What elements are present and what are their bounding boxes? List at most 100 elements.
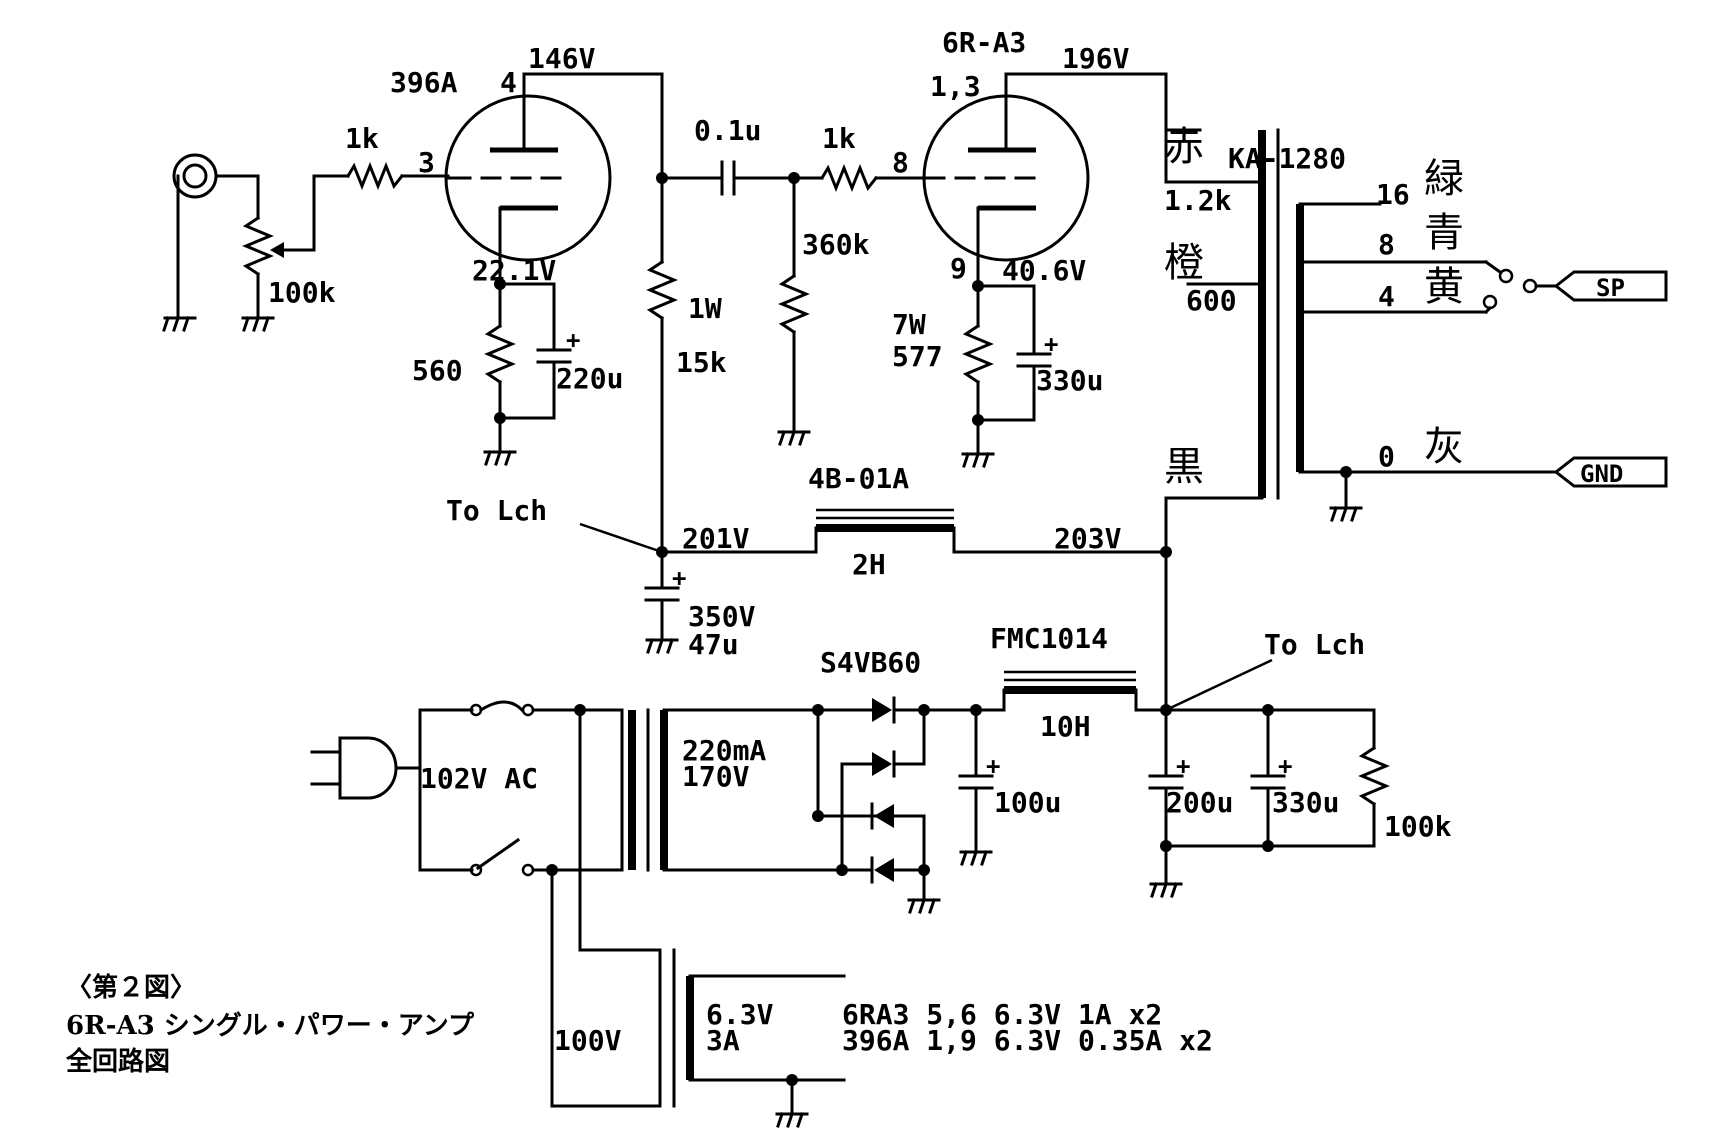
volume-label: 100k	[268, 276, 336, 309]
svg-text:+: +	[1278, 752, 1292, 780]
plate-resistor-value: 15k	[676, 346, 727, 379]
opt-primary-top-color: 赤	[1164, 124, 1204, 170]
cathode-capacitor-v1: +	[536, 326, 580, 420]
figure-title: 6R-A3 シングル・パワー・アンプ	[66, 1011, 475, 1041]
ground-symbol	[241, 316, 275, 332]
cathode-capacitor-v2: +	[1016, 330, 1058, 422]
heater-note-1: 6RA3 5,6 6.3V 1A x2	[842, 998, 1162, 1031]
volume-potentiometer	[242, 174, 316, 320]
grid-leak-label: 360k	[802, 228, 870, 261]
heater-current-label: 3A	[706, 1024, 740, 1057]
bleeder-label: 100k	[1384, 810, 1452, 843]
sp-terminal	[1553, 270, 1668, 302]
v1-type-label: 396A	[390, 66, 458, 99]
input-jack	[172, 153, 260, 320]
opt-col4: 黄	[1424, 264, 1464, 310]
filter-cap-200u-label: 200u	[1166, 786, 1233, 819]
b1-cap-voltage: 350V	[688, 600, 756, 633]
filter-capacitor-100u: +	[958, 708, 1000, 854]
ground-symbol	[645, 638, 679, 654]
b1-cap-value: 47u	[688, 628, 739, 661]
input-grid-resistor	[312, 161, 450, 191]
opt-tap4-label: 4	[1378, 280, 1395, 313]
v2-plate-pin: 1,3	[930, 70, 981, 103]
filter-cap-100u-label: 100u	[994, 786, 1061, 819]
v1-cathode-voltage: 22.1V	[472, 254, 556, 287]
input-resistor-label: 1k	[345, 122, 379, 155]
sp-terminal-label: SP	[1596, 274, 1625, 302]
svg-text:+: +	[986, 752, 1000, 780]
choke1-inductance: 2H	[852, 548, 886, 581]
svg-text:+: +	[1176, 752, 1190, 780]
ground-symbol	[1149, 882, 1183, 898]
v1-grid-pin: 3	[418, 146, 435, 179]
ground-symbol	[777, 430, 811, 446]
b1-filter-capacitor: +	[644, 550, 686, 642]
to-lch-2: To Lch	[1264, 628, 1365, 661]
output-transformer	[1164, 128, 1304, 500]
opt-col16: 緑	[1424, 156, 1464, 202]
v2-grid-pin: 8	[892, 146, 909, 179]
v2-plate-voltage: 196V	[1062, 42, 1130, 75]
pt-voltage-label: 170V	[682, 760, 750, 793]
pt-current-label: 220mA	[682, 734, 766, 767]
v1-plate-pin: 4	[500, 66, 517, 99]
opt-model-label: KA-1280	[1228, 142, 1346, 175]
plate-resistor-wattage: 1W	[688, 292, 722, 325]
opt-tap16-label: 16	[1376, 178, 1410, 211]
opt-primary-bottom-color: 黒	[1164, 444, 1204, 490]
svg-text:+: +	[672, 564, 686, 592]
k2-capacitor-label: 330u	[1036, 364, 1103, 397]
k1-resistor-label: 560	[412, 354, 463, 387]
opt-impedance: 600	[1186, 284, 1237, 317]
tube-v1	[444, 72, 612, 286]
k2-resistor-value: 577	[892, 340, 943, 373]
svg-text:+: +	[566, 326, 580, 354]
choke-4b-01a	[814, 508, 956, 554]
grid-leak-resistor	[778, 176, 810, 434]
opt-primary-dcr: 1.2k	[1164, 184, 1232, 217]
v2-cathode-voltage: 40.6V	[1002, 254, 1086, 287]
bridge-rectifier	[812, 696, 930, 902]
ground-symbol	[961, 452, 995, 468]
figure-subtitle: 全回路図	[65, 1046, 170, 1077]
power-transformer	[620, 708, 668, 872]
ground-symbol	[483, 450, 517, 466]
opt-col0: 灰	[1424, 424, 1464, 470]
coupling-capacitor-label: 0.1u	[694, 114, 761, 147]
filter-capacitor-200u: +	[1148, 708, 1190, 886]
cathode-resistor-v2	[962, 284, 994, 422]
opt-tap-color: 橙	[1164, 240, 1204, 286]
bleeder-resistor	[1358, 708, 1390, 848]
svg-text:+: +	[1044, 330, 1058, 358]
v2-cathode-pin: 9	[950, 252, 967, 285]
fuse	[469, 700, 582, 717]
v1-plate-voltage: 146V	[528, 42, 596, 75]
filter-capacitor-330u: +	[1250, 708, 1292, 848]
speaker-tap-switch	[1482, 259, 1558, 315]
heater-transformer	[658, 948, 694, 1108]
b2-voltage: 203V	[1054, 522, 1122, 555]
ground-symbol	[775, 1112, 809, 1128]
heater-voltage-label: 6.3V	[706, 998, 774, 1031]
ground-symbol	[1329, 506, 1363, 522]
choke2-label: FMC1014	[990, 622, 1108, 655]
v2-type-label: 6R-A3	[942, 26, 1026, 59]
mains-plug	[310, 736, 422, 800]
ground-symbol	[959, 850, 993, 866]
ground-symbol	[907, 898, 941, 914]
grid-stopper-label: 1k	[822, 122, 856, 155]
b1-voltage: 201V	[682, 522, 750, 555]
k2-resistor-wattage: 7W	[892, 308, 926, 341]
choke-fmc1014	[1002, 670, 1138, 712]
heater-primary-label: 100V	[554, 1024, 622, 1057]
to-lch-1: To Lch	[446, 494, 547, 527]
cathode-resistor-v1	[484, 282, 516, 420]
filter-cap-330u-label: 330u	[1272, 786, 1339, 819]
coupling-capacitor	[660, 160, 796, 196]
opt-tap8-label: 8	[1378, 228, 1395, 261]
k1-capacitor-label: 220u	[556, 362, 623, 395]
gnd-terminal-label: GND	[1580, 460, 1623, 488]
heater-note-2: 396A 1,9 6.3V 0.35A x2	[842, 1024, 1213, 1057]
